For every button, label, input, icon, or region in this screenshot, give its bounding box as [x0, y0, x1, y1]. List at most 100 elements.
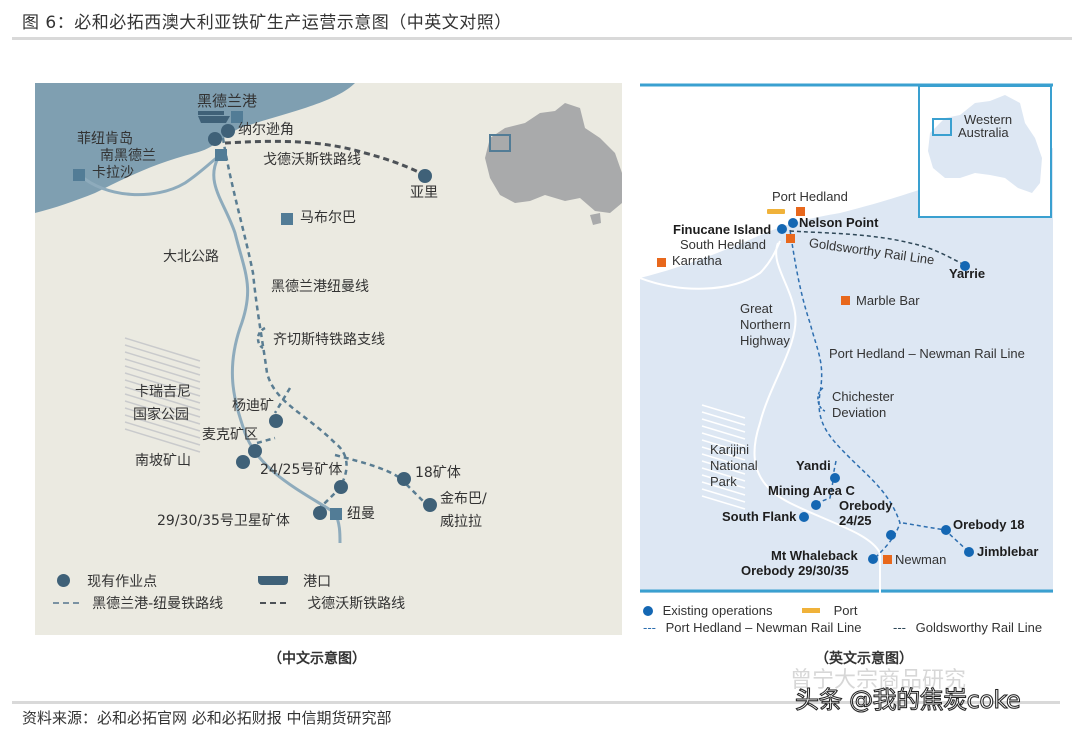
- dashed-line-icon: ---: [893, 620, 906, 635]
- label-marble-bar: 马布尔巴: [300, 210, 356, 226]
- inset-label-2: Australia: [958, 125, 1009, 140]
- ship-icon: [198, 111, 230, 123]
- en-legend-newman-rail: --- Port Hedland – Newman Rail Line: [643, 620, 862, 635]
- label-ob293035: 29/30/35号卫星矿体: [157, 513, 290, 529]
- label-south-flank: South Flank: [722, 509, 797, 524]
- label-highway-2: Northern: [740, 317, 791, 332]
- label-finucane: Finucane Island: [673, 222, 772, 237]
- south-hedland-square: [215, 149, 227, 161]
- label-karijini-1: 卡瑞吉尼: [135, 384, 191, 400]
- en-legend-port: Port: [802, 602, 857, 618]
- south-hedland-square: [786, 234, 795, 243]
- english-map-graphics: [640, 83, 1053, 593]
- label-newman: 纽曼: [347, 506, 375, 522]
- port-hedland-square: [231, 111, 243, 123]
- legend-operations: 现有作业点: [57, 570, 157, 591]
- australia-inset-shape: [485, 103, 622, 213]
- label-ob18: 18矿体: [415, 465, 461, 481]
- port-hedland-square: [796, 207, 805, 216]
- figure-title: 图 6：必和必拓西澳大利亚铁矿生产运营示意图（中英文对照）: [22, 13, 512, 33]
- inset-highlight-box: [932, 118, 952, 136]
- legend-newman-rail: 黑德兰港-纽曼铁路线: [53, 592, 223, 613]
- karratha-square: [657, 258, 666, 267]
- dashed-line-icon: [53, 601, 79, 604]
- newman-rail-line: [789, 229, 901, 559]
- bottom-divider: [12, 701, 1060, 704]
- coastal-road: [640, 240, 781, 290]
- label-newman-line: Port Hedland – Newman Rail Line: [829, 346, 1025, 361]
- label-newman-line: 黑德兰港纽曼线: [271, 279, 369, 295]
- label-karratha: 卡拉沙: [92, 165, 134, 181]
- label-marble-bar: Marble Bar: [856, 293, 920, 308]
- label-jimblebar: Jimblebar: [977, 544, 1039, 559]
- label-chichester: 齐切斯特铁路支线: [273, 332, 385, 348]
- en-legend-goldsworthy-rail: --- Goldsworthy Rail Line: [893, 620, 1043, 635]
- watermark: 头条 @我的焦炭coke: [794, 686, 1021, 715]
- label-jimblebar-1: 金布巴/: [440, 491, 487, 507]
- label-nelson-point: 纳尔逊角: [238, 122, 294, 138]
- label-karijini-2: 国家公园: [133, 407, 189, 423]
- chichester-deviation: [817, 387, 826, 412]
- label-karijini-1: Karijini: [710, 442, 750, 457]
- chinese-map-graphics: [35, 83, 622, 544]
- australia-inset-shape: [928, 95, 1042, 193]
- en-map-caption: （英文示意图）: [815, 651, 913, 667]
- marble-bar-square: [841, 296, 850, 305]
- goldsworthy-rail-line: [224, 139, 426, 177]
- label-goldsworthy: 戈德沃斯铁路线: [263, 152, 361, 168]
- label-chichester-2: Deviation: [832, 405, 887, 420]
- national-park-hatch: [124, 337, 201, 453]
- label-south-flank: 南坡矿山: [135, 453, 191, 469]
- land-area: [640, 148, 1053, 593]
- inset-label-1: Western: [964, 112, 1013, 127]
- label-mac: Mining Area C: [768, 483, 855, 498]
- label-mac: 麦克矿区: [202, 427, 258, 443]
- label-highway-3: Highway: [740, 333, 790, 348]
- label-nelson-point: Nelson Point: [799, 215, 879, 230]
- cn-map-caption: （中文示意图）: [268, 651, 366, 667]
- great-northern-highway: [753, 242, 881, 593]
- legend-goldsworthy-rail: 戈德沃斯铁路线: [260, 592, 405, 613]
- ship-icon: [258, 576, 288, 585]
- legend-port: 港口: [258, 570, 331, 591]
- label-south-hedland: South Hedland: [680, 237, 767, 252]
- label-yarrie: 亚里: [410, 185, 438, 201]
- operation-dot-icon: [643, 605, 653, 616]
- dashed-line-icon: ---: [643, 620, 656, 635]
- label-karijini-2: National: [710, 458, 758, 473]
- source-note: 资料来源：必和必拓官网 必和必拓财报 中信期货研究部: [22, 709, 392, 727]
- label-port-hedland: 黑德兰港: [197, 92, 258, 110]
- operation-markers: [208, 124, 437, 520]
- label-highway: 大北公路: [163, 249, 219, 265]
- label-yandi: 杨迪矿: [232, 398, 274, 414]
- watermark-faint: 曾宁大宗商品研究: [790, 668, 967, 693]
- national-park-hatch: [701, 404, 746, 510]
- label-south-hedland: 南黑德兰: [100, 148, 156, 164]
- inset-highlight-box: [489, 134, 511, 152]
- label-finucane: 菲纽肯岛: [77, 131, 133, 147]
- label-jimblebar-2: 威拉拉: [440, 514, 482, 530]
- label-yandi: Yandi: [796, 458, 831, 473]
- english-map: Western Australia Port Hedland Nelson Po…: [640, 83, 1053, 593]
- en-legend-operations: Existing operations: [643, 602, 772, 618]
- label-newman: Newman: [895, 552, 947, 567]
- label-highway-1: Great: [740, 301, 773, 316]
- newman-square: [330, 508, 342, 520]
- marble-bar-square: [281, 213, 293, 225]
- label-ob2425-2: 24/25: [839, 513, 872, 528]
- chinese-map: 黑德兰港 纳尔逊角 菲纽肯岛 南黑德兰 卡拉沙 戈德沃斯铁路线 亚里 马布尔巴 …: [35, 83, 622, 635]
- operation-dot-icon: [57, 574, 70, 587]
- label-ob2425-1: Orebody: [839, 498, 893, 513]
- dashed-line-icon: [260, 601, 286, 604]
- top-divider: [12, 37, 1072, 40]
- label-chichester-1: Chichester: [832, 389, 895, 404]
- label-whaleback: Mt Whaleback: [771, 548, 858, 563]
- chichester-deviation: [256, 326, 266, 350]
- newman-square: [883, 555, 892, 564]
- label-ob2425: 24/25号矿体: [260, 462, 343, 478]
- coastal-road: [78, 153, 221, 197]
- label-karratha: Karratha: [672, 253, 722, 268]
- port-ship-icon: [767, 209, 785, 214]
- label-karijini-3: Park: [710, 474, 737, 489]
- label-ob18: Orebody 18: [953, 517, 1025, 532]
